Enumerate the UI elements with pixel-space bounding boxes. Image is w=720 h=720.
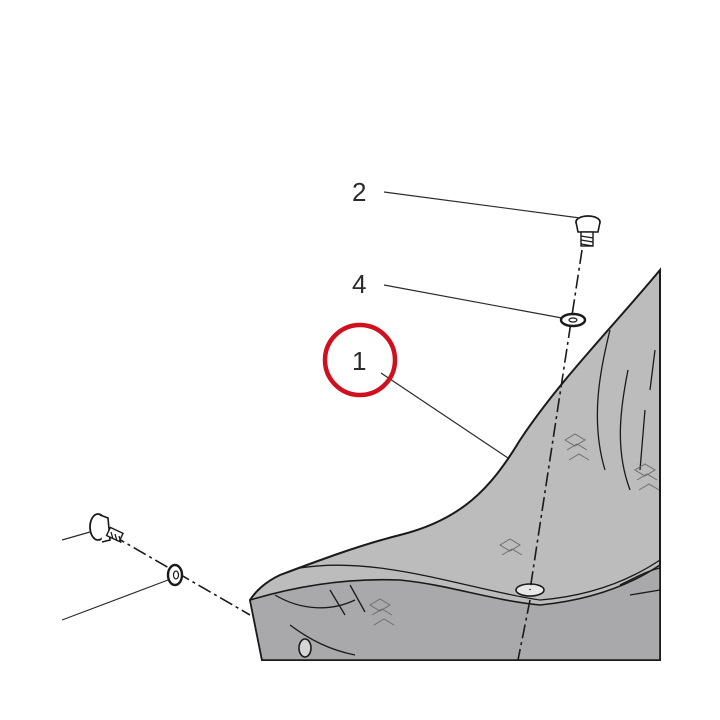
axis-line-lower [517, 599, 531, 661]
panel-ridge-line [299, 559, 661, 601]
mudguard-panel [248, 267, 661, 661]
leader-line-4 [383, 284, 563, 319]
callout-2: 2 [352, 177, 366, 207]
screw-upper [575, 215, 601, 247]
leader-line-left-screw [61, 531, 91, 541]
callout-4: 4 [352, 269, 366, 299]
highlight-ring [322, 322, 398, 398]
axis-line-upper [529, 249, 583, 591]
screw-left [89, 513, 124, 544]
texture-marks [369, 433, 660, 626]
panel-body [248, 267, 661, 661]
callout-1: 1 [352, 346, 366, 376]
washer-left [166, 563, 184, 587]
leader-line-left-washer [61, 579, 169, 621]
panel-lower-detail [274, 584, 366, 656]
leader-line-1 [380, 372, 509, 459]
lower-mounting-hole [298, 638, 312, 658]
leader-line-2 [383, 191, 581, 219]
panel-right-tab [619, 567, 661, 596]
washer-upper [559, 312, 587, 328]
panel-inner-fold [596, 329, 656, 491]
